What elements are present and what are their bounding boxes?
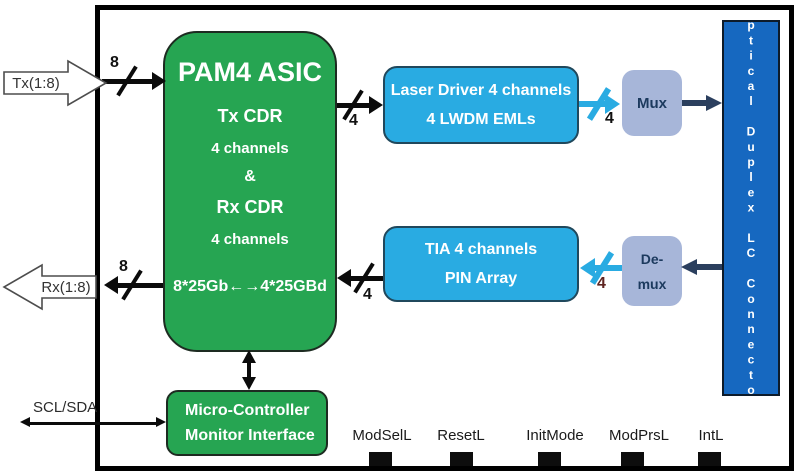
tia-asic-arrowhead-icon xyxy=(337,269,351,287)
rx-bus-line xyxy=(116,283,163,288)
scl-sda-label: SCL/SDA xyxy=(33,399,98,416)
mux-label: Mux xyxy=(637,94,667,112)
pin-label-resetl: ResetL xyxy=(437,427,485,444)
connector-demux-line xyxy=(696,264,722,270)
pin-pad-modprsl xyxy=(621,452,644,466)
tx-bus-width-label: 8 xyxy=(110,54,119,71)
mux-block: Mux xyxy=(622,70,682,136)
pam4-asic-block: PAM4 ASIC Tx CDR 4 channels & Rx CDR 4 c… xyxy=(163,31,337,352)
pin-label-modprsl: ModPrsL xyxy=(608,427,670,444)
asic-rx-cdr-label: Rx CDR xyxy=(216,197,284,217)
asic-tx-cdr-label: Tx CDR xyxy=(217,106,283,126)
tx-label: Tx(1:8) xyxy=(12,75,60,92)
lwdm-emls-label: 4 LWDM EMLs xyxy=(426,110,536,128)
mcu-label-line1: Micro-Controller xyxy=(185,401,310,419)
laser-mux-line xyxy=(579,101,607,107)
pin-array-label: PIN Array xyxy=(444,269,518,287)
laser-mux-width-label: 4 xyxy=(605,110,614,127)
pin-label-intl: IntL xyxy=(698,427,724,444)
mcu-block: Micro-Controller Monitor Interface xyxy=(166,390,328,456)
rx-block-arrow: Rx(1:8) xyxy=(2,263,97,311)
demux-block: De- mux xyxy=(622,236,682,306)
asic-title: PAM4 ASIC xyxy=(177,57,323,87)
demux-label-line2: mux xyxy=(637,275,667,292)
rx-bus-arrowhead-icon xyxy=(104,276,118,294)
connector-demux-arrowhead-icon xyxy=(681,259,697,275)
mux-connector-line xyxy=(682,100,708,106)
optical-connector-label: Optical Duplex LC Connector xyxy=(744,2,758,414)
demux-tia-line xyxy=(594,265,622,271)
asic-ampersand: & xyxy=(244,168,256,185)
scl-sda-right-arrowhead-icon xyxy=(156,417,166,427)
tia-asic-width-label: 4 xyxy=(363,286,372,303)
demux-label-line1: De- xyxy=(640,250,664,267)
module-boundary-frame xyxy=(95,5,794,471)
rx-label: Rx(1:8) xyxy=(41,279,90,296)
laser-driver-label: Laser Driver 4 channels xyxy=(390,81,572,99)
demux-tia-arrowhead-icon xyxy=(580,258,595,278)
mcu-label-line2: Monitor Interface xyxy=(185,426,315,444)
laser-mux-arrowhead-icon xyxy=(605,94,620,114)
scl-sda-line xyxy=(28,422,160,425)
tx-bus-arrowhead-icon xyxy=(152,72,166,90)
scl-sda-left-arrowhead-icon xyxy=(20,417,30,427)
pin-pad-initmode xyxy=(538,452,561,466)
asic-mcu-down-arrowhead-icon xyxy=(242,377,256,390)
pin-pad-modsell xyxy=(369,452,392,466)
pin-label-modsell: ModSelL xyxy=(352,427,412,444)
asic-laser-width-label: 4 xyxy=(349,112,358,129)
pin-label-initmode: InitMode xyxy=(526,427,584,444)
pin-pad-intl xyxy=(698,452,721,466)
optical-connector-bar: Optical Duplex LC Connector xyxy=(722,3,780,413)
asic-rate-label: 8*25Gb←→4*25GBd xyxy=(173,278,327,295)
asic-mcu-line xyxy=(247,361,251,379)
tx-block-arrow: Tx(1:8) xyxy=(3,59,108,107)
asic-laser-arrowhead-icon xyxy=(369,96,383,114)
asic-mcu-up-arrowhead-icon xyxy=(242,350,256,363)
asic-tx-channels-label: 4 channels xyxy=(211,140,289,157)
demux-tia-width-label: 4 xyxy=(597,275,606,292)
tia-block: TIA 4 channels PIN Array xyxy=(383,226,579,302)
asic-rx-channels-label: 4 channels xyxy=(211,231,289,248)
tia-label: TIA 4 channels xyxy=(424,240,538,258)
mux-connector-arrowhead-icon xyxy=(706,95,722,111)
laser-driver-block: Laser Driver 4 channels 4 LWDM EMLs xyxy=(383,66,579,144)
rx-bus-width-label: 8 xyxy=(119,258,128,275)
pin-pad-resetl xyxy=(450,452,473,466)
